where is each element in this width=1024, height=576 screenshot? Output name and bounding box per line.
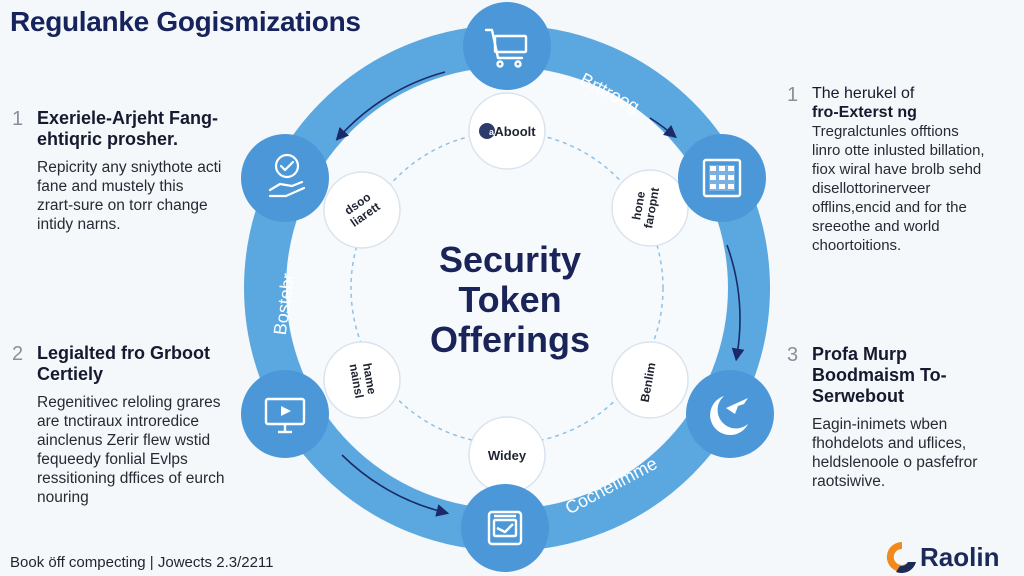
inner-node-top-right: honefaropnt [611,169,689,247]
dashed-orbit [350,131,664,445]
cart-icon [484,28,528,68]
info-block-right-3: 3 Profa Murp Boodmaism To-Serwebout Eagi… [787,344,987,491]
node-top [463,2,551,90]
block-heading: Legialted fro Grboot Certiely [37,343,210,384]
block-number: 3 [787,344,799,366]
inner-label: hamenainsl [347,360,380,399]
node-bottom-right [686,370,774,458]
inner-label: Benlim [638,361,659,403]
center-title-line-3: Offerings [430,319,590,360]
badge-hand-icon [268,153,306,198]
ring-arrow [341,454,450,517]
block-heading: The herukel of fro-Exterst ng [812,84,987,122]
node-top-right [678,134,766,222]
inner-node-bottom-right: Benlim [611,341,689,419]
brand-logo: Raolin [882,538,1024,576]
center-title-line-1: Security [439,239,581,280]
ring-arrow [335,71,446,141]
block-number: 1 [12,108,24,130]
inner-label: Aboolt [494,124,536,139]
info-block-left-2: 2 Legialted fro Grboot Certiely Regeniti… [12,343,227,507]
info-block-right-1: 1 The herukel of fro-Exterst ng Tregralc… [787,84,987,255]
block-heading: Exeriele-Arjeht Fang-ehtiqric prosher. [37,108,219,149]
block-body: Eagin-inimets wben fhohdelots and uflice… [812,416,978,490]
center-title-line-2: Token [458,279,561,320]
inner-node-bottom-left: hamenainsl [323,341,401,419]
ring-arrow [649,117,677,139]
logo-text: Raolin [920,542,1000,572]
block-heading-line-2: fro-Exterst ng [812,104,917,121]
inner-node-top-left: dsooliarett [323,171,401,249]
block-body: Repicrity any sniythote acti fane and mu… [37,159,222,233]
logo-mark-icon [886,541,916,574]
block-heading-line-1: The herukel of [812,85,915,102]
block-heading: Profa Murp Boodmaism To-Serwebout [812,344,947,406]
inner-node-bottom: Widey [468,416,546,494]
calculator-grid-icon [702,158,742,198]
inner-node-top: a Aboolt [468,92,546,170]
page-title: Regulanke Gogismizations [10,6,361,37]
inner-label: Widey [488,448,527,463]
info-block-left-1: 1 Exeriele-Arjeht Fang-ehtiqric prosher.… [12,108,222,234]
block-number: 2 [12,343,24,365]
svg-text:a: a [489,127,495,137]
block-body: Tregralctunles offtions linro otte inlus… [812,123,985,254]
monitor-icon [264,397,306,434]
moon-plane-icon [710,396,748,436]
block-number: 1 [787,84,799,106]
node-top-left [241,134,329,222]
node-bottom-left [241,370,329,458]
footer-text: Book öff compecting | Jowects 2.3/2211 [10,554,274,571]
ring-arrow [726,244,745,362]
node-bottom [461,484,549,572]
block-body: Regenitivec reloling grares are tnctirau… [37,394,225,506]
document-box-icon [487,510,523,546]
